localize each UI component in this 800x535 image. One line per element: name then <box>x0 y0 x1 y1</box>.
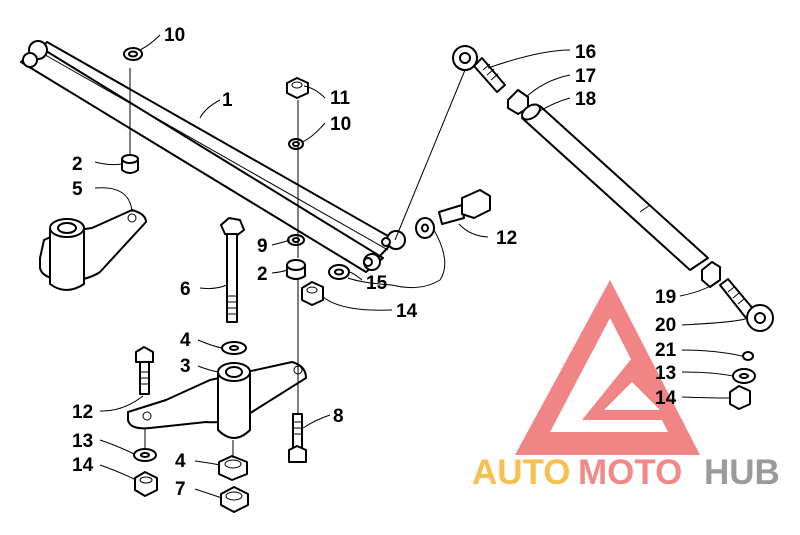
callout-5: 5 <box>72 179 83 200</box>
callout-8: 8 <box>333 406 344 427</box>
callout-3: 3 <box>180 356 191 377</box>
nut-upper <box>286 77 309 99</box>
bolt-left <box>135 346 154 395</box>
nut-tie <box>729 385 751 410</box>
callout-10: 10 <box>330 114 351 135</box>
callout-17: 17 <box>575 66 596 87</box>
rod-end-lower <box>719 278 774 332</box>
callout-10: 10 <box>164 25 185 46</box>
callout-11: 11 <box>330 88 351 109</box>
callout-13: 13 <box>72 431 93 452</box>
link-bar <box>20 40 406 273</box>
watermark-word-moto: MOTO <box>578 453 682 492</box>
callout-14: 14 <box>72 455 94 476</box>
callout-4: 4 <box>180 330 191 351</box>
bolt-link <box>438 189 491 225</box>
callout-15: 15 <box>366 273 388 294</box>
washer-tie <box>732 368 756 384</box>
washer-link-right <box>415 217 435 239</box>
lower-pivot-arm <box>127 361 307 439</box>
washer-center <box>287 234 305 246</box>
callout-2: 2 <box>72 154 83 175</box>
jam-nut-lower <box>701 261 721 288</box>
bolt-short <box>288 413 307 463</box>
callout-12: 12 <box>72 402 93 423</box>
callout-4: 4 <box>175 451 186 472</box>
bushing-upper <box>121 154 139 174</box>
rod-end-upper <box>452 45 506 93</box>
callout-16: 16 <box>575 42 596 63</box>
long-bolt <box>220 217 245 323</box>
callout-1: 1 <box>222 90 233 111</box>
nut-link <box>301 281 324 306</box>
nut-lower-center <box>218 455 248 481</box>
callout-14: 14 <box>396 301 418 322</box>
callout-18: 18 <box>575 89 596 110</box>
callout-21: 21 <box>655 340 677 361</box>
callout-13: 13 <box>655 363 676 384</box>
nut-lower-left <box>134 471 158 497</box>
callout-2: 2 <box>257 264 268 285</box>
callout-19: 19 <box>655 287 676 308</box>
washer-lower-upper <box>221 341 247 355</box>
upper-pivot-arm <box>39 209 147 291</box>
washer-link <box>328 264 350 280</box>
leader-lines <box>94 34 749 499</box>
callout-6: 6 <box>180 279 191 300</box>
tie-rod-tube <box>521 103 709 271</box>
callout-20: 20 <box>655 315 676 336</box>
watermark-logo <box>515 280 700 455</box>
callout-14: 14 <box>655 388 677 409</box>
callout-12: 12 <box>496 228 517 249</box>
nut-bottom <box>220 486 249 513</box>
washer-top <box>123 47 143 61</box>
washer-lower-left <box>133 448 157 462</box>
bushing-center <box>286 259 306 280</box>
callout-7: 7 <box>175 479 186 500</box>
watermark-text: AUTO MOTO HUB <box>472 453 780 492</box>
callout-9: 9 <box>257 236 268 257</box>
callout-labels: 10 1 11 10 2 5 9 2 6 4 3 12 13 14 4 7 8 … <box>72 25 677 500</box>
watermark-word-auto: AUTO <box>472 453 571 492</box>
washer-tie-small <box>742 351 754 361</box>
washer-center-top <box>288 138 304 150</box>
watermark-word-hub: HUB <box>704 453 780 492</box>
